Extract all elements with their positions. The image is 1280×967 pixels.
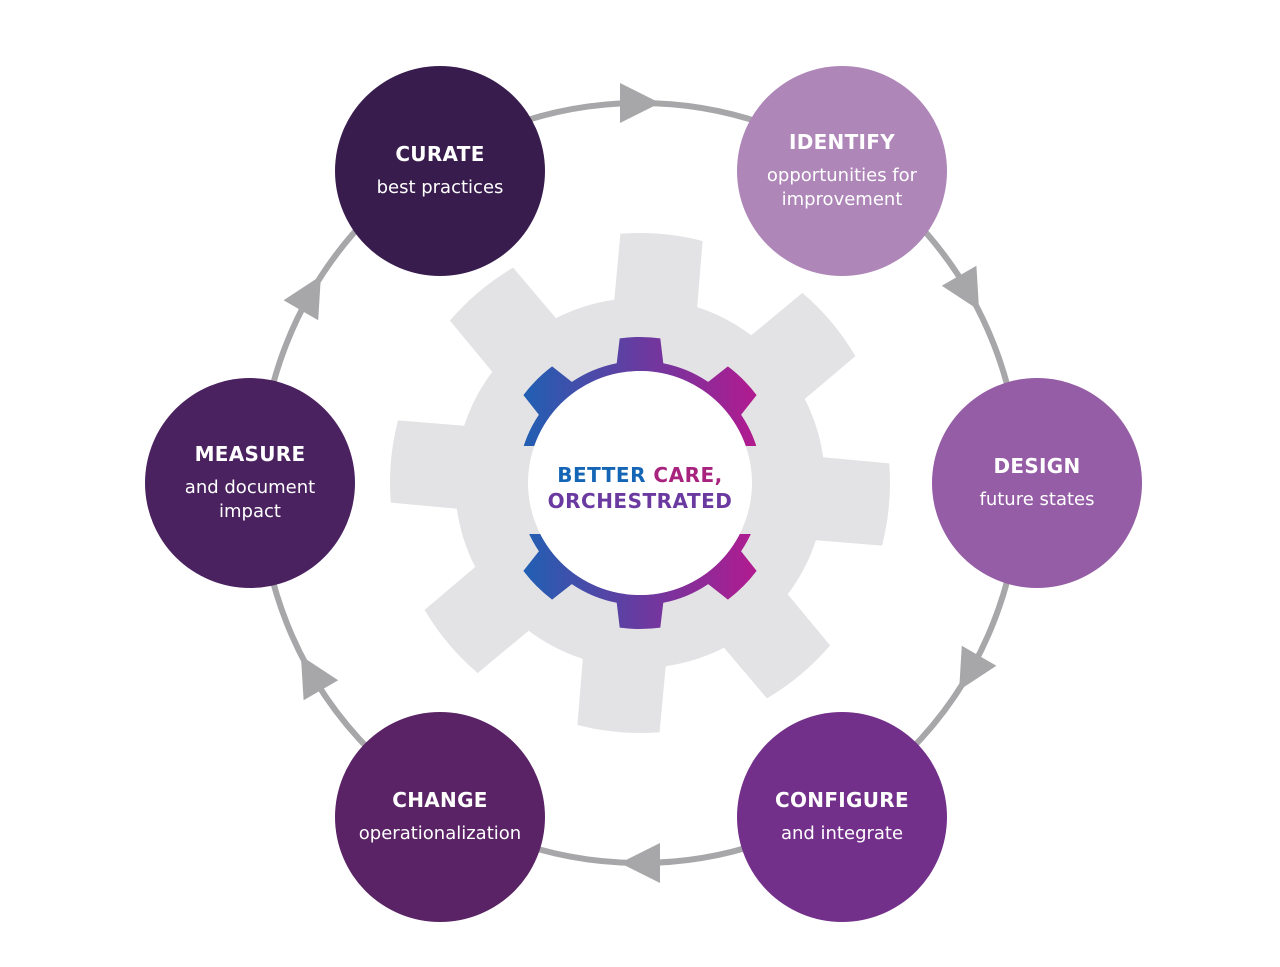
step-design: DESIGN future states: [932, 378, 1142, 588]
step-identify-subtitle: opportunities for improvement: [766, 165, 918, 210]
arrow-to-change-icon: [620, 843, 660, 883]
arrow-to-design-icon: [941, 265, 980, 311]
step-measure: MEASURE and document impact: [145, 378, 355, 588]
step-design-title: DESIGN: [993, 454, 1081, 478]
step-configure-subtitle: and integrate: [780, 823, 904, 844]
step-measure-subtitle: and document impact: [184, 477, 316, 522]
center-label: BETTER CARE, ORCHESTRATED: [520, 462, 760, 514]
step-curate-subtitle: best practices: [376, 177, 504, 198]
step-design-subtitle: future states: [979, 489, 1095, 510]
step-configure: CONFIGURE and integrate: [737, 712, 947, 922]
arrow-to-measure-icon: [300, 655, 339, 701]
center-label-line1: BETTER CARE,: [520, 462, 760, 488]
step-identify-title: IDENTIFY: [788, 130, 896, 154]
center-label-better: BETTER: [557, 463, 646, 487]
arrow-to-curate-icon: [283, 275, 321, 321]
center-label-care: CARE,: [645, 463, 723, 487]
arrow-to-configure-icon: [959, 645, 997, 691]
step-identify: IDENTIFY opportunities for improvement: [737, 66, 947, 276]
cycle-arrows: [283, 83, 997, 883]
step-change-title: CHANGE: [392, 788, 488, 812]
step-measure-title: MEASURE: [194, 442, 306, 466]
step-curate-title: CURATE: [395, 142, 485, 166]
step-configure-title: CONFIGURE: [775, 788, 909, 812]
center-disc: [528, 371, 752, 595]
center-label-line2: ORCHESTRATED: [547, 489, 733, 513]
arrow-to-identify-icon: [620, 83, 660, 123]
step-change-subtitle: operationalization: [358, 823, 522, 844]
step-curate: CURATE best practices: [335, 66, 545, 276]
step-change: CHANGE operationalization: [335, 712, 545, 922]
